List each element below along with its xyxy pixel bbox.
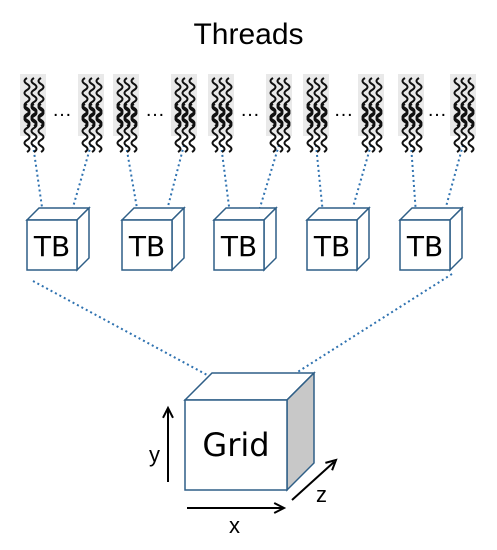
thread-block-side <box>171 206 185 272</box>
grid-label: Grid <box>202 426 269 464</box>
connector-line <box>125 144 139 215</box>
thread-block-label: TB <box>406 230 443 263</box>
connector-line <box>443 144 464 215</box>
thread-block-front <box>213 219 265 271</box>
thread-block: TB <box>25 206 91 272</box>
x-axis-arrow-icon <box>273 502 287 514</box>
thread-icon <box>467 103 475 153</box>
thread-block-front <box>121 219 173 271</box>
thread-icon <box>313 103 321 153</box>
thread-block-side <box>263 206 277 272</box>
thread-block: TB <box>212 206 278 272</box>
thread-icon <box>320 103 328 153</box>
x-axis-label: x <box>229 513 240 538</box>
thread-block-front <box>26 219 78 271</box>
thread-icon <box>460 103 468 153</box>
connector-line <box>315 144 324 215</box>
connector-line <box>284 273 453 381</box>
thread-icon <box>368 103 376 153</box>
thread-icon <box>276 103 284 153</box>
z-axis-label: z <box>316 482 327 507</box>
ellipsis-label: … <box>334 99 354 121</box>
dotted-connectors <box>32 144 464 384</box>
thread-icon <box>218 103 226 153</box>
y-axis-label: y <box>149 442 160 467</box>
thread-block-row: TB TB TB TB TB <box>25 206 464 272</box>
axes: y x z <box>149 405 338 538</box>
grid-front-face <box>184 399 288 491</box>
thread-icon <box>408 103 416 153</box>
ellipsis-label: … <box>240 99 260 121</box>
thread-icon <box>361 103 369 153</box>
thread-icon <box>269 103 277 153</box>
thread-icon <box>116 103 124 153</box>
thread-row: … … … … … <box>20 74 476 153</box>
connector-line <box>220 144 231 215</box>
thread-icon <box>211 103 219 153</box>
connector-line <box>257 144 280 215</box>
diagram-title: Threads <box>193 18 304 51</box>
connector-line <box>410 144 417 215</box>
thread-icon <box>123 103 131 153</box>
thread-icon <box>401 103 409 153</box>
connector-line <box>70 144 92 215</box>
thread-icon <box>188 103 196 153</box>
thread-icon <box>95 103 103 153</box>
thread-icon <box>81 103 89 153</box>
thread-icon <box>23 103 31 153</box>
z-axis-line <box>291 461 335 501</box>
thread-block-side <box>356 206 370 272</box>
grid-cube: Grid <box>183 371 316 492</box>
connector-line <box>350 144 372 215</box>
connector-line <box>32 280 223 384</box>
thread-icon <box>306 103 314 153</box>
ellipsis-label: … <box>52 99 72 121</box>
thread-icon <box>130 103 138 153</box>
thread-icon <box>453 103 461 153</box>
thread-block-front <box>399 219 451 271</box>
ellipsis-label: … <box>427 99 447 121</box>
thread-block-side <box>76 206 90 272</box>
thread-block: TB <box>398 206 464 272</box>
thread-icon <box>88 103 96 153</box>
ellipsis-label: … <box>145 99 165 121</box>
thread-icon <box>174 103 182 153</box>
z-axis-arrow-icon <box>325 458 338 471</box>
thread-icon <box>415 103 423 153</box>
thread-block-label: TB <box>128 230 165 263</box>
connector-line <box>32 144 44 215</box>
y-axis-arrow-icon <box>162 405 174 419</box>
thread-icon <box>225 103 233 153</box>
thread-block-front <box>306 219 358 271</box>
connector-line <box>165 144 185 215</box>
thread-icon <box>375 103 383 153</box>
thread-icon <box>37 103 45 153</box>
thread-icon <box>30 103 38 153</box>
thread-block-side <box>449 206 463 272</box>
thread-icon <box>181 103 189 153</box>
thread-block-label: TB <box>33 230 70 263</box>
thread-block-label: TB <box>313 230 350 263</box>
thread-block-label: TB <box>220 230 257 263</box>
thread-icon <box>283 103 291 153</box>
thread-block: TB <box>120 206 186 272</box>
thread-block: TB <box>305 206 371 272</box>
